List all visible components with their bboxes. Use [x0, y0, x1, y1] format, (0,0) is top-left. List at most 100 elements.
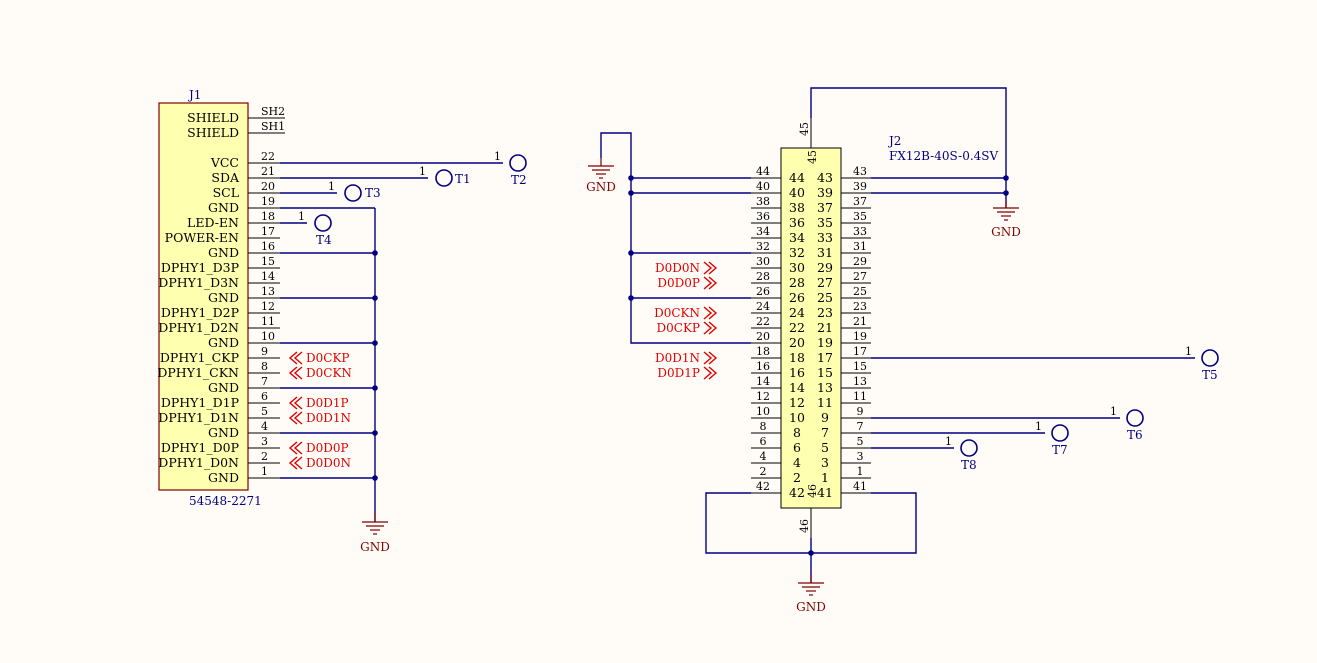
j2-pin-46-num: 46 — [798, 519, 811, 533]
j2-pin-number: 36 — [756, 210, 770, 223]
net-label: D0D0N — [306, 456, 351, 470]
j2-pin-number: 21 — [853, 315, 867, 328]
j2-pin-inner-label: 36 — [789, 215, 805, 230]
j2-pin-inner-label: 44 — [789, 170, 805, 185]
j1-value: 54548-2271 — [189, 494, 262, 508]
j2-pin-number: 34 — [756, 225, 770, 238]
test-point-t7[interactable]: 1 T7 — [1035, 420, 1069, 457]
net-label: D0D1N — [655, 351, 700, 365]
test-point-pin: 1 — [494, 150, 501, 163]
net-flag-icon — [288, 411, 303, 425]
j1-pin-label: GND — [208, 470, 239, 485]
j1-pin-number: 16 — [261, 240, 275, 253]
j2-pin-inner-label: 1 — [821, 470, 829, 485]
j2-pin-number: 11 — [853, 390, 867, 403]
j1-pin-number: 13 — [261, 285, 275, 298]
test-point-t8[interactable]: 1 T8 — [945, 435, 978, 472]
j1-shield-pins: SHIELD SHIELD SH2 SH1 — [187, 105, 285, 140]
j1-pin-number: 19 — [261, 195, 275, 208]
net-label: D0D1P — [306, 396, 349, 410]
j1-shield-num: SH1 — [261, 120, 285, 133]
j2-pin-inner-label: 7 — [821, 425, 829, 440]
j2-pin-inner-label: 26 — [789, 290, 805, 305]
j2-body — [780, 147, 842, 509]
j2-pin-inner-label: 38 — [789, 200, 805, 215]
ground-symbol: GND — [796, 575, 826, 614]
j1-pin-number: 22 — [261, 150, 275, 163]
net-flag-icon — [703, 261, 718, 275]
j2-pin-inner-label: 11 — [817, 395, 833, 410]
j2-pin-inner-label: 15 — [817, 365, 833, 380]
j2-pin-number: 32 — [756, 240, 770, 253]
j2-pin-number: 30 — [756, 255, 770, 268]
j2-pin-45-inner: 45 — [806, 150, 819, 164]
j2-pin-number: 25 — [853, 285, 867, 298]
j2-pin-number: 13 — [853, 375, 867, 388]
j1-pin-number: 15 — [261, 255, 275, 268]
ground-label: GND — [586, 180, 616, 194]
j1-pin-number: 21 — [261, 165, 275, 178]
j2-pin-inner-label: 27 — [817, 275, 833, 290]
net-flag-icon — [703, 366, 718, 380]
j1-pin-label: LED-EN — [187, 215, 239, 230]
j2-pin-number: 39 — [853, 180, 867, 193]
j2-pin-number: 28 — [756, 270, 770, 283]
j2-pin-inner-label: 9 — [821, 410, 829, 425]
net-label: D0CKN — [306, 366, 352, 380]
j1-pin-label: DPHY1_D2P — [161, 305, 239, 320]
j1-pin-label: GND — [208, 290, 239, 305]
test-point-t5[interactable]: 1 T5 — [1185, 345, 1219, 382]
j2-pin-number: 14 — [756, 375, 770, 388]
j2-pin-inner-label: 43 — [817, 170, 833, 185]
j2-pin-inner-label: 5 — [821, 440, 829, 455]
j1-pin-number: 8 — [261, 360, 268, 373]
j2-net-labels: D0D0N D0D0P D0CKN D0CKP D0D1N D0D1P — [654, 261, 718, 380]
j2-pin-inner-label: 21 — [817, 320, 833, 335]
j2-pin-inner-label: 30 — [789, 260, 805, 275]
j1-shield-label: SHIELD — [187, 110, 239, 125]
j2-pin-number: 1 — [857, 465, 864, 478]
test-point-pin: 1 — [1035, 420, 1042, 433]
j2-pin-number: 18 — [756, 345, 770, 358]
j2-pin-number: 37 — [853, 195, 867, 208]
j1-net-labels: D0CKP D0CKN D0D1P D0D1N D0D0P D0D0N — [288, 351, 352, 470]
j2-pin-inner-label: 17 — [817, 350, 833, 365]
j2-pin-inner-label: 2 — [793, 470, 801, 485]
test-point-t2[interactable]: 1 T2 — [494, 150, 527, 187]
j1-shield-num: SH2 — [261, 105, 285, 118]
j2-pin-number: 24 — [756, 300, 770, 313]
test-point-t4[interactable]: 1 T4 — [298, 210, 332, 247]
test-point-label: T3 — [365, 186, 381, 200]
j2-pin-number: 22 — [756, 315, 770, 328]
j2-pin-inner-label: 10 — [789, 410, 805, 425]
j2-pin-number: 38 — [756, 195, 770, 208]
j2-pin-number: 5 — [857, 435, 864, 448]
j1-pin-number: 1 — [261, 465, 268, 478]
j1-pin-number: 7 — [261, 375, 268, 388]
j2-pin-number: 33 — [853, 225, 867, 238]
j1-pin-number: 6 — [261, 390, 268, 403]
j1-shield-label: SHIELD — [187, 125, 239, 140]
j2-pin-inner-label: 22 — [789, 320, 805, 335]
net-flag-icon — [703, 321, 718, 335]
j2-pin-number: 40 — [756, 180, 770, 193]
j2-pin-number: 17 — [853, 345, 867, 358]
test-point-t6[interactable]: 1 T6 — [1110, 405, 1144, 442]
j2-pin-46-inner: 46 — [806, 484, 819, 498]
j2-pin-inner-label: 34 — [789, 230, 805, 245]
test-point-label: T2 — [511, 173, 527, 187]
j2-pin-number: 3 — [857, 450, 864, 463]
j2-pin-inner-label: 39 — [817, 185, 833, 200]
test-point-t3[interactable]: 1 T3 — [328, 180, 381, 202]
j1-pin-number: 9 — [261, 345, 268, 358]
j2-pin-number: 41 — [853, 480, 867, 493]
j2-pin-number: 2 — [760, 465, 767, 478]
j2-pin-inner-label: 29 — [817, 260, 833, 275]
j1-pin-number: 17 — [261, 225, 275, 238]
test-point-t1[interactable]: 1 T1 — [419, 165, 471, 187]
